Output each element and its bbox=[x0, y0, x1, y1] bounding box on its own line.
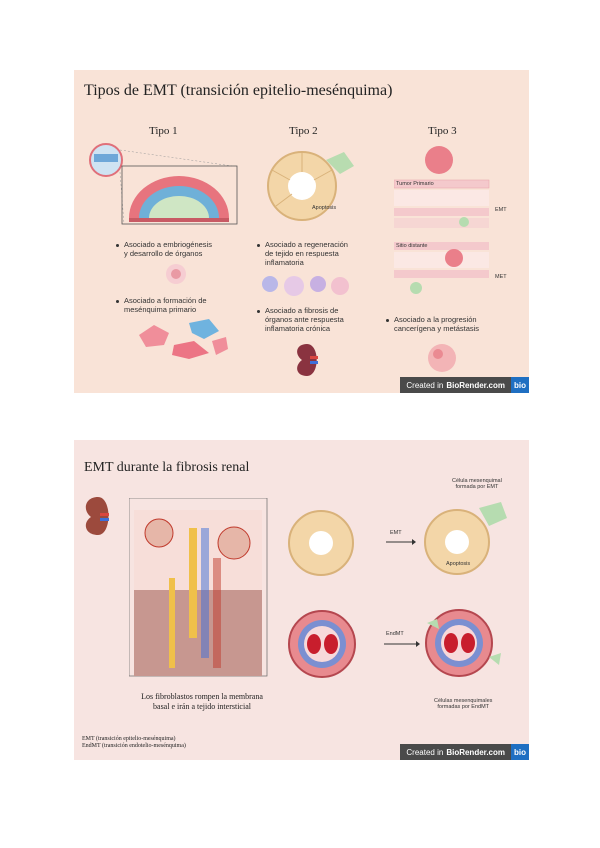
abbreviations-footnote: EMT (transición epitelio-mesénquima)EndM… bbox=[82, 736, 186, 749]
type-2-heading: Tipo 2 bbox=[289, 125, 318, 137]
emt-arrow-label: EMT bbox=[390, 530, 402, 536]
slide-emt-types: Tipos de EMT (transición epitelio-mesénq… bbox=[74, 70, 529, 393]
vessel-endmt-illustration bbox=[425, 609, 501, 677]
type-3-bullet: Asociado a la progresión cancerígena y m… bbox=[386, 315, 479, 333]
slide-title: Tipos de EMT (transición epitelio-mesénq… bbox=[84, 82, 393, 99]
distal-site-label: Sitio distante bbox=[396, 243, 428, 249]
kidney-icon bbox=[85, 497, 109, 535]
met-label: MET bbox=[495, 274, 507, 280]
arrow-right-icon bbox=[384, 641, 420, 647]
embryo-illustration bbox=[89, 143, 238, 225]
slide-title: EMT durante la fibrosis renal bbox=[84, 460, 250, 475]
tumor-icon bbox=[428, 344, 456, 372]
type-1-bullet-1: Asociado a embriogénesis y desarrollo de… bbox=[116, 240, 212, 258]
type-2-bullet-1: Asociado a regeneración de tejido en res… bbox=[257, 240, 348, 267]
embryo-icon bbox=[166, 264, 186, 284]
epithelium-apoptosis-illustration bbox=[267, 151, 354, 221]
apoptosis-label-1: Apoptosis bbox=[312, 205, 337, 211]
arrow-right-icon bbox=[386, 539, 416, 545]
slide-emt-renal-fibrosis: EMT durante la fibrosis renal EMT Apopto… bbox=[74, 440, 529, 760]
endmt-arrow-label: EndMT bbox=[386, 631, 404, 637]
mesenchymal-cells-illustration bbox=[139, 319, 228, 359]
type-1-bullet-2: Asociado a formación de mesénquima prima… bbox=[116, 296, 207, 314]
type-3-heading: Tipo 3 bbox=[428, 125, 457, 137]
apoptosis-label-2: Apoptosis bbox=[446, 561, 471, 567]
biorender-logo: bio bbox=[511, 744, 529, 760]
nephron-illustration bbox=[129, 498, 268, 677]
kidney-icon bbox=[297, 344, 318, 376]
emt-label: EMT bbox=[495, 207, 507, 213]
inflammatory-cells-illustration bbox=[262, 276, 349, 296]
tubule-emt-illustration bbox=[424, 502, 507, 575]
biorender-logo: bio bbox=[511, 377, 529, 393]
type-1-heading: Tipo 1 bbox=[149, 125, 178, 137]
cancer-metastasis-illustration bbox=[394, 146, 490, 294]
vessel-cross-section bbox=[288, 610, 356, 678]
primary-tumor-label: Tumor Primario bbox=[396, 181, 434, 187]
tubule-cross-section bbox=[288, 510, 354, 576]
type-2-bullet-2: Asociado a fibrosis de órganos ante resp… bbox=[257, 306, 344, 333]
